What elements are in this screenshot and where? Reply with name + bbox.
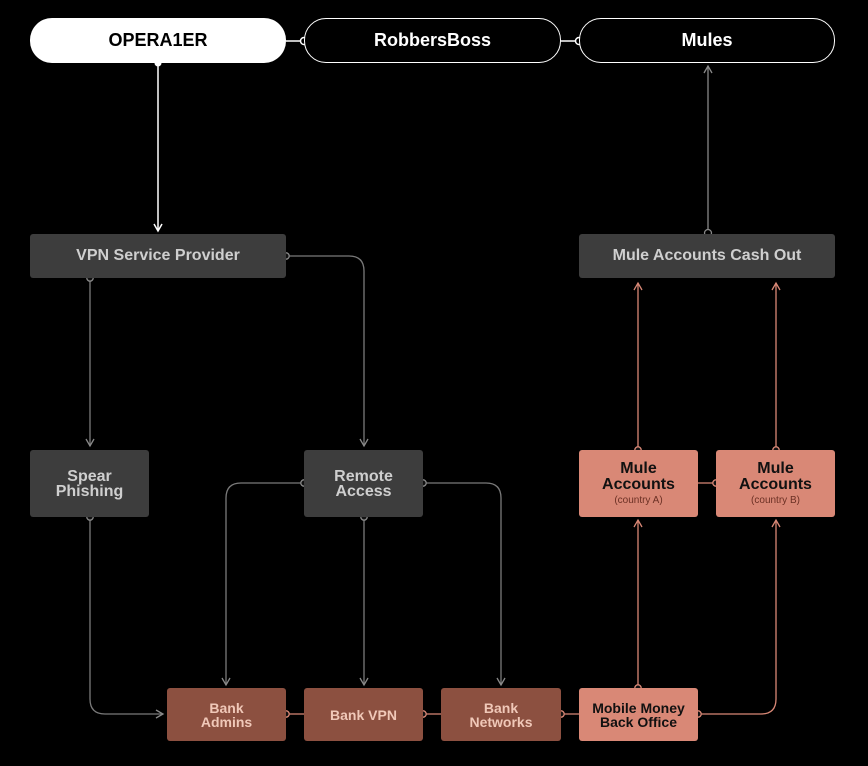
bank-vpn-label: Bank VPN [330,706,397,723]
actor-operaer-label: OPERA1ER [108,30,208,50]
node-mule-accounts-country-a: Mule Accounts (country A) [579,450,698,517]
node-mobile-money-back-office: Mobile Money Back Office [579,688,698,741]
bank-networks-label-line1: Bank [483,699,519,716]
node-remote-access: Remote Access [304,450,423,517]
cash-out-label: Mule Accounts Cash Out [612,247,802,264]
spear-phishing-label-line1: Spear [67,467,112,485]
node-bank-admins: Bank Admins [167,688,286,741]
bank-admins-label-line1: Bank [209,699,244,716]
node-bank-networks: Bank Networks [441,688,561,741]
node-bank-vpn: Bank VPN [304,688,423,741]
actor-robbersboss-label: RobbersBoss [373,30,492,50]
node-spear-phishing: Spear Phishing [30,450,149,517]
mule-a-label-line2: Accounts [602,476,675,493]
mule-b-country: (country B) [751,495,800,506]
spear-phishing-label-line2: Phishing [55,482,124,500]
node-mule-accounts-country-b: Mule Accounts (country B) [716,450,835,517]
node-vpn-service-provider: VPN Service Provider [30,234,286,278]
remote-access-label-line1: Remote [334,467,393,485]
mule-a-country: (country A) [614,495,663,506]
gray-wires [85,255,506,719]
remote-access-label-line2: Access [335,482,392,500]
actor-robbersboss: RobbersBoss [304,18,561,63]
actor-mules: Mules [579,18,835,63]
salmon-wires [633,281,781,715]
mobile-money-label-line2: Back Office [599,713,678,730]
bank-admins-label-line2: Admins [200,713,253,730]
mobile-money-label-line1: Mobile Money [592,699,685,716]
vpn-provider-label: VPN Service Provider [76,247,240,264]
mule-a-label-line1: Mule [620,460,657,477]
bank-networks-label-line2: Networks [469,713,533,730]
mule-b-label-line2: Accounts [739,476,812,493]
mule-b-label-line1: Mule [757,460,794,477]
actor-operaer: OPERA1ER [30,18,286,63]
actor-mules-label: Mules [681,30,733,50]
node-mule-accounts-cash-out: Mule Accounts Cash Out [579,234,835,278]
